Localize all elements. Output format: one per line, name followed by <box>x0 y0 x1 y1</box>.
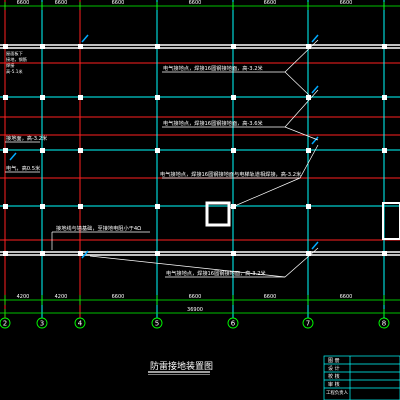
bottom-dim-text: 4200 <box>55 294 68 300</box>
bottom-dim-text: 6600 <box>112 294 125 300</box>
axis-bubbles: 2 3 4 5 6 7 8 <box>0 317 390 329</box>
axis-bubble: 6 <box>227 317 239 329</box>
grounding-marker-icon <box>311 85 319 94</box>
bottom-dim-text: 6600 <box>264 294 277 300</box>
grounding-marker-icon <box>311 241 319 250</box>
drawing-title: 防雷接地装置图 <box>150 360 213 372</box>
left-note: 接地面，高-3.2米 <box>6 134 48 142</box>
grounding-note: 电气接地点，焊接16圆钢接地面，高-3.2米 <box>163 64 264 72</box>
grounding-marker-icon <box>81 34 89 43</box>
grounding-marker-icon <box>9 152 17 161</box>
axis-bubble: 2 <box>0 317 11 329</box>
title-block-label: 工程负责人 <box>326 389 349 396</box>
grounding-note: 电气接地点，焊接16圆钢接地面与电梯轨道相焊接，高-3.2米 <box>160 170 302 178</box>
left-note-line: 高-5.1米 <box>6 68 23 75</box>
axis-label: 7 <box>306 320 310 328</box>
vertical-grid-lines <box>4 0 385 318</box>
title-block-label: 图 册 <box>328 358 340 364</box>
axis-bubble: 8 <box>378 317 390 329</box>
top-dim-text: 6600 <box>112 0 125 6</box>
column-markers <box>3 44 387 256</box>
grounding-markers <box>9 34 319 259</box>
axis-label: 2 <box>3 320 7 328</box>
bottom-dim-text: 6600 <box>189 294 202 300</box>
left-note-line: 屋面板下 <box>6 50 23 57</box>
title-block-label: 校 核 <box>328 373 340 380</box>
title-block-label: 审 核 <box>328 381 340 388</box>
axis-label: 3 <box>40 320 44 328</box>
bottom-dim-text: 6600 <box>340 294 353 300</box>
top-dimension-line <box>0 2 400 10</box>
grounding-marker-icon <box>311 34 319 43</box>
leader-lines <box>5 39 319 278</box>
axis-bubble: 5 <box>151 317 163 329</box>
grounding-note: 电气接地点，焊接16圆钢接地面，高-3.6米 <box>163 119 264 127</box>
title-block-label: 设 计 <box>328 365 340 372</box>
axis-bubble: 3 <box>36 317 48 329</box>
left-note-line: 焊接 <box>6 62 15 69</box>
red-beam-lines <box>0 62 400 241</box>
axis-bubble: 7 <box>302 317 314 329</box>
axis-label: 5 <box>155 320 159 328</box>
grounding-marker-icon <box>311 136 319 145</box>
ground-line-note: 接地线与墙基础，至接地电阻小于4Ω <box>56 224 141 232</box>
opening-right <box>382 202 400 240</box>
left-note: 电气，高0.5米 <box>6 164 41 172</box>
wall-lines <box>0 44 400 256</box>
top-dim-text: 6600 <box>17 0 30 6</box>
top-dim-text: 6600 <box>55 0 68 6</box>
bottom-dimension-line <box>0 295 400 317</box>
grounding-marker-icon <box>81 250 89 259</box>
left-note-line: 接地，钢筋 <box>6 56 27 63</box>
top-dim-text: 6600 <box>189 0 202 6</box>
elevator-shaft <box>205 201 231 227</box>
top-dim-text: 6600 <box>264 0 277 6</box>
title-block <box>323 355 400 400</box>
axis-label: 4 <box>78 320 83 328</box>
horizontal-grid-lines <box>0 96 400 207</box>
bottom-dim-text: 4200 <box>17 294 30 300</box>
grounding-note: 电气接地点，焊接16圆钢接地面，高-3.2米 <box>166 269 267 277</box>
axis-label: 8 <box>382 320 386 328</box>
total-dim-text: 36900 <box>187 307 203 313</box>
top-dim-text: 6600 <box>340 0 353 6</box>
axis-label: 6 <box>231 320 236 328</box>
axis-bubble: 4 <box>74 317 86 329</box>
